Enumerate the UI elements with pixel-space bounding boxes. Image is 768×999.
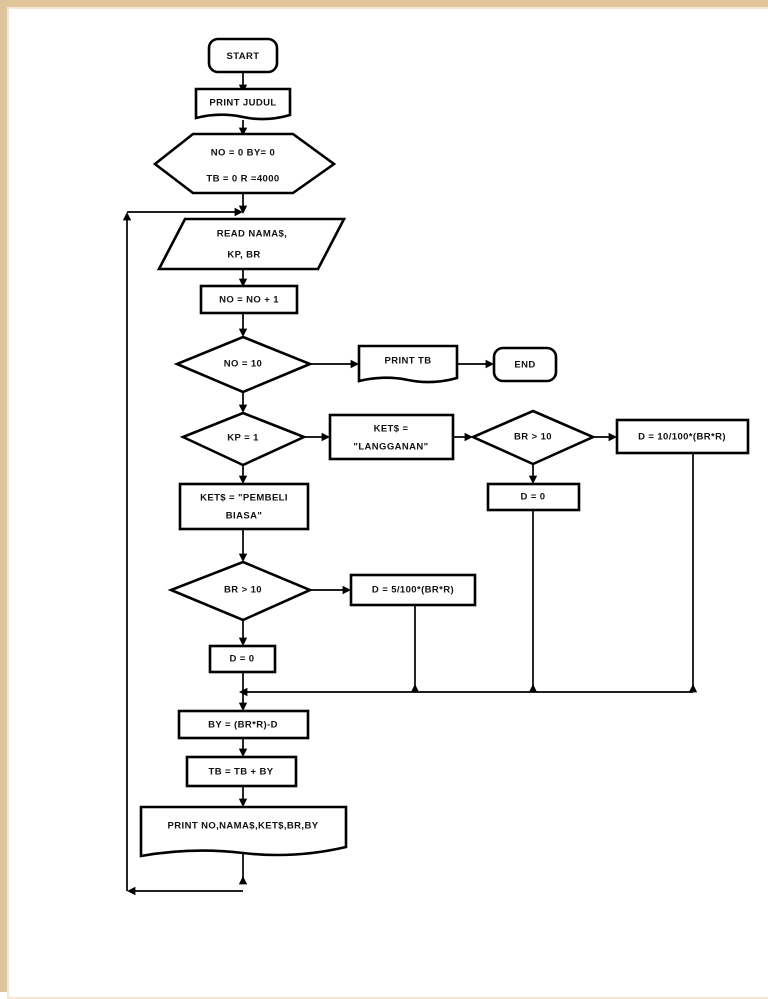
- edge-print-row-to-loop-bus: [238, 852, 248, 885]
- node-ket-langganan[interactable]: KET$ = "LANGGANAN": [328, 413, 455, 461]
- node-read-label-line2: KP, BR: [227, 250, 260, 261]
- node-print-row[interactable]: PRINT NO,NAMA$,KET$,BR,BY: [139, 805, 348, 858]
- edge-read-to-no-inc: [238, 269, 248, 287]
- node-d-zero-top[interactable]: D = 0: [486, 482, 581, 512]
- node-init-label-line1: NO = 0 BY= 0: [211, 148, 275, 159]
- node-by-calc-label: BY = (BR*R)-D: [208, 720, 278, 731]
- edge-br-gt-10-top-to-d-zero-top: [528, 464, 538, 484]
- node-start-label: START: [227, 51, 260, 62]
- node-ket-langganan-label-line1: KET$ =: [374, 424, 409, 435]
- node-ket-langganan-label-line2: "LANGGANAN": [353, 442, 428, 453]
- edge-print-tb-to-end: [457, 359, 494, 369]
- node-print-row-label: PRINT NO,NAMA$,KET$,BR,BY: [168, 821, 319, 832]
- node-kp-eq-1[interactable]: KP = 1: [179, 411, 308, 467]
- edge-kp-eq-1-to-ket-lang: [304, 432, 330, 442]
- node-start[interactable]: START: [207, 37, 279, 74]
- node-d-5[interactable]: D = 5/100*(BR*R): [349, 573, 477, 607]
- node-ket-biasa[interactable]: KET$ = "PEMBELI BIASA": [178, 482, 310, 531]
- edge-br-gt-10-bot-to-d-5: [310, 585, 351, 595]
- edge-tb-calc-to-print-row: [238, 786, 248, 807]
- edge-no-eq-10-to-kp-eq-1: [238, 392, 248, 413]
- edge-no-eq-10-to-print-tb: [310, 359, 359, 369]
- node-d-5-label: D = 5/100*(BR*R): [372, 585, 454, 596]
- edge-loop-back-return-spine: [122, 207, 243, 891]
- edge-no-inc-to-no-eq-10: [238, 312, 248, 337]
- edge-d-zero-bot-to-by-calc: [238, 672, 248, 711]
- node-kp-eq-1-label: KP = 1: [227, 433, 259, 444]
- node-end-label: END: [514, 360, 535, 371]
- edge-by-calc-to-tb-calc: [238, 738, 248, 757]
- node-br-gt-10-bottom-label: BR > 10: [224, 585, 262, 596]
- edge-kp-eq-1-to-ket-biasa: [238, 465, 248, 484]
- edge-discount-merge-bus: [239, 453, 698, 697]
- node-br-gt-10-top[interactable]: BR > 10: [469, 409, 597, 466]
- node-print-judul[interactable]: PRINT JUDUL: [194, 87, 292, 121]
- node-br-gt-10-top-label: BR > 10: [514, 432, 552, 443]
- flowchart-canvas: START PRINT JUDUL NO = 0 BY= 0 TB = 0 R …: [7, 7, 768, 999]
- node-no-eq-10-label: NO = 10: [224, 359, 262, 370]
- node-end[interactable]: END: [492, 346, 558, 383]
- node-d-10-label: D = 10/100*(BR*R): [638, 432, 726, 443]
- node-d-zero-bottom-label: D = 0: [230, 654, 255, 665]
- node-no-inc[interactable]: NO = NO + 1: [199, 284, 299, 315]
- node-tb-calc-label: TB = TB + BY: [209, 767, 274, 778]
- edge-print-judul-to-init: [238, 120, 248, 136]
- node-read[interactable]: READ NAMA$, KP, BR: [156, 217, 347, 271]
- edge-ket-biasa-to-br-gt-10-bot: [238, 529, 248, 562]
- node-print-tb-label: PRINT TB: [384, 356, 431, 367]
- edge-br-gt-10-bot-to-d-zero-bot: [238, 620, 248, 646]
- node-no-inc-label: NO = NO + 1: [219, 295, 279, 306]
- node-d-zero-top-label: D = 0: [521, 492, 546, 503]
- node-d-zero-bottom[interactable]: D = 0: [208, 644, 277, 674]
- node-print-judul-label: PRINT JUDUL: [209, 98, 276, 109]
- node-tb-calc[interactable]: TB = TB + BY: [185, 755, 298, 788]
- edge-ket-lang-to-br-gt-10-top: [453, 432, 473, 442]
- node-d-10[interactable]: D = 10/100*(BR*R): [615, 418, 750, 455]
- edge-loop-back-bottom: [127, 886, 243, 896]
- node-print-tb[interactable]: PRINT TB: [357, 344, 459, 384]
- node-by-calc[interactable]: BY = (BR*R)-D: [177, 709, 310, 740]
- node-br-gt-10-bottom[interactable]: BR > 10: [167, 560, 314, 622]
- node-no-eq-10[interactable]: NO = 10: [173, 335, 314, 394]
- node-ket-biasa-label-line1: KET$ = "PEMBELI: [200, 493, 288, 504]
- node-read-label-line1: READ NAMA$,: [217, 229, 287, 240]
- edge-init-to-read: [238, 193, 248, 214]
- edge-br-gt-10-top-to-d-10: [593, 432, 617, 442]
- node-init-label-line2: TB = 0 R =4000: [206, 174, 279, 185]
- page-inner-border: [7, 7, 768, 999]
- node-init[interactable]: NO = 0 BY= 0 TB = 0 R =4000: [152, 132, 337, 195]
- node-ket-biasa-label-line2: BIASA": [226, 511, 262, 522]
